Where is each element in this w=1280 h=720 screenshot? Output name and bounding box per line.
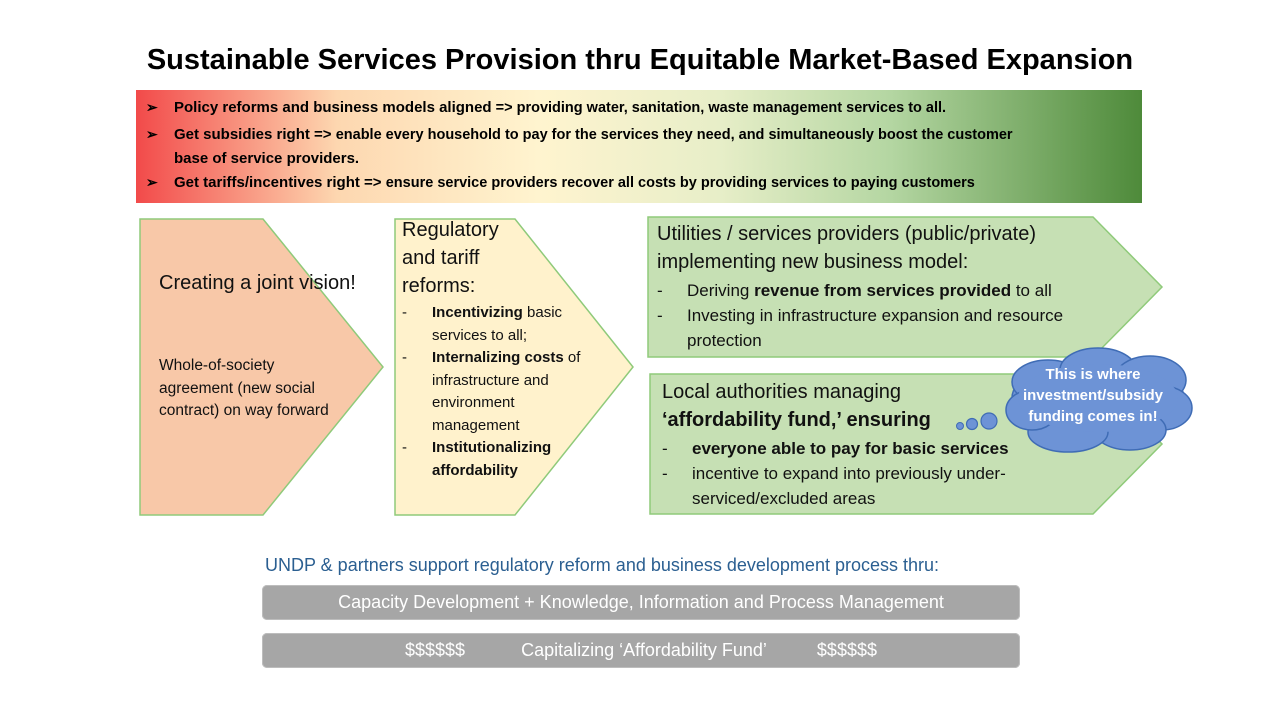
cloud-callout-text: This is where investment/subsidy funding… (1022, 366, 1164, 425)
affordability-fund-bar: $$$$$$ Capitalizing ‘Affordability Fund’… (262, 633, 1020, 668)
dollar-signs-left: $$$$$$ (404, 640, 466, 660)
reforms-chevron (394, 218, 634, 516)
cloud-bubble-small (956, 422, 964, 430)
local-authorities-title-line1: Local authorities managing (662, 381, 902, 403)
list-item: - incentive to expand into previously und… (662, 461, 1022, 511)
vision-title: Creating a joint vision! (159, 272, 356, 294)
list-item-bold: revenue from services provided (754, 281, 1012, 300)
banner-bullet-3: ➢ Get tariffs/incentives right => ensure … (146, 170, 1132, 195)
list-item-text: to all (1011, 281, 1052, 300)
list-item-bold: everyone able to pay for basic services (692, 439, 1009, 458)
cloud-bubble-large (980, 412, 998, 430)
support-heading: UNDP & partners support regulatory refor… (265, 555, 939, 575)
reforms-title: Regulatory and tariff reforms: (402, 219, 499, 297)
list-item-text: Deriving (687, 281, 755, 300)
list-dash: - (662, 464, 668, 483)
banner-bullet-text: enable every household to pay for the se… (335, 127, 1013, 143)
banner-bullet-1: ➢ Policy reforms and business models alig… (146, 95, 1132, 120)
list-dash: - (402, 304, 407, 321)
list-item-text: basic services to all; (432, 304, 563, 344)
arrow-bullet-icon: ➢ (146, 99, 158, 115)
cloud-bubble-medium (965, 417, 979, 431)
local-authorities-list: - everyone able to pay for basic services… (662, 436, 1062, 511)
banner-bullet-text: ensure service providers recover all cos… (385, 175, 975, 191)
cloud-core (1018, 364, 1178, 432)
arrow-bullet-icon: ➢ (146, 174, 158, 190)
banner-bullet-bold: Get subsidies right => (174, 126, 336, 143)
list-item: - Deriving revenue from services provided… (657, 278, 1127, 303)
banner-bullet-2: ➢ Get subsidies right => enable every hou… (146, 122, 1132, 171)
capacity-development-bar: Capacity Development + Knowledge, Inform… (262, 585, 1020, 620)
vision-body: Whole-of-society agreement (new social c… (159, 357, 329, 419)
list-item: - Incentivizing basic services to all; (402, 302, 602, 347)
banner-bullet-continuation: base of service providers. (174, 150, 360, 167)
summary-banner: ➢ Policy reforms and business models alig… (136, 90, 1142, 203)
list-item-bold: Institutionalizing affordability (432, 439, 552, 479)
vision-chevron (139, 218, 384, 516)
list-dash: - (657, 281, 663, 300)
local-authorities-title: Local authorities managing ‘affordabilit… (662, 378, 992, 434)
list-dash: - (657, 306, 663, 325)
list-item-text: incentive to expand into previously unde… (692, 464, 1006, 508)
list-item-text: Investing in infrastructure expansion an… (687, 306, 1064, 350)
utilities-arrow (647, 216, 1164, 358)
utilities-list: - Deriving revenue from services provided… (657, 278, 1127, 353)
banner-bullet-bold: Policy reforms and business models align… (174, 99, 492, 116)
list-item-text: of infrastructure and environment manage… (432, 349, 581, 434)
page-title: Sustainable Services Provision thru Equi… (146, 44, 1134, 76)
arrow-bullet-icon: ➢ (146, 126, 158, 142)
list-item: - Internalizing costs of infrastructure a… (402, 347, 602, 437)
list-dash: - (662, 439, 668, 458)
banner-bullet-text: => providing water, sanitation, waste ma… (491, 100, 947, 116)
utilities-title: Utilities / services providers (public/p… (657, 223, 1037, 273)
list-item-bold: Internalizing costs (432, 349, 564, 366)
local-authorities-title-line2: ‘affordability fund,’ ensuring (662, 409, 931, 431)
affordability-fund-label: Capitalizing ‘Affordability Fund’ (521, 640, 767, 660)
banner-bullet-bold: Get tariffs/incentives right => (174, 174, 386, 191)
list-item-bold: Incentivizing (432, 304, 523, 321)
list-item: - Institutionalizing affordability (402, 437, 602, 482)
dollar-signs-right: $$$$$$ (816, 640, 877, 660)
list-dash: - (402, 349, 407, 366)
reforms-list: - Incentivizing basic services to all; - I… (402, 302, 602, 482)
list-item: - Investing in infrastructure expansion a… (657, 303, 1127, 353)
list-dash: - (402, 439, 407, 456)
list-item: - everyone able to pay for basic services (662, 436, 1062, 461)
